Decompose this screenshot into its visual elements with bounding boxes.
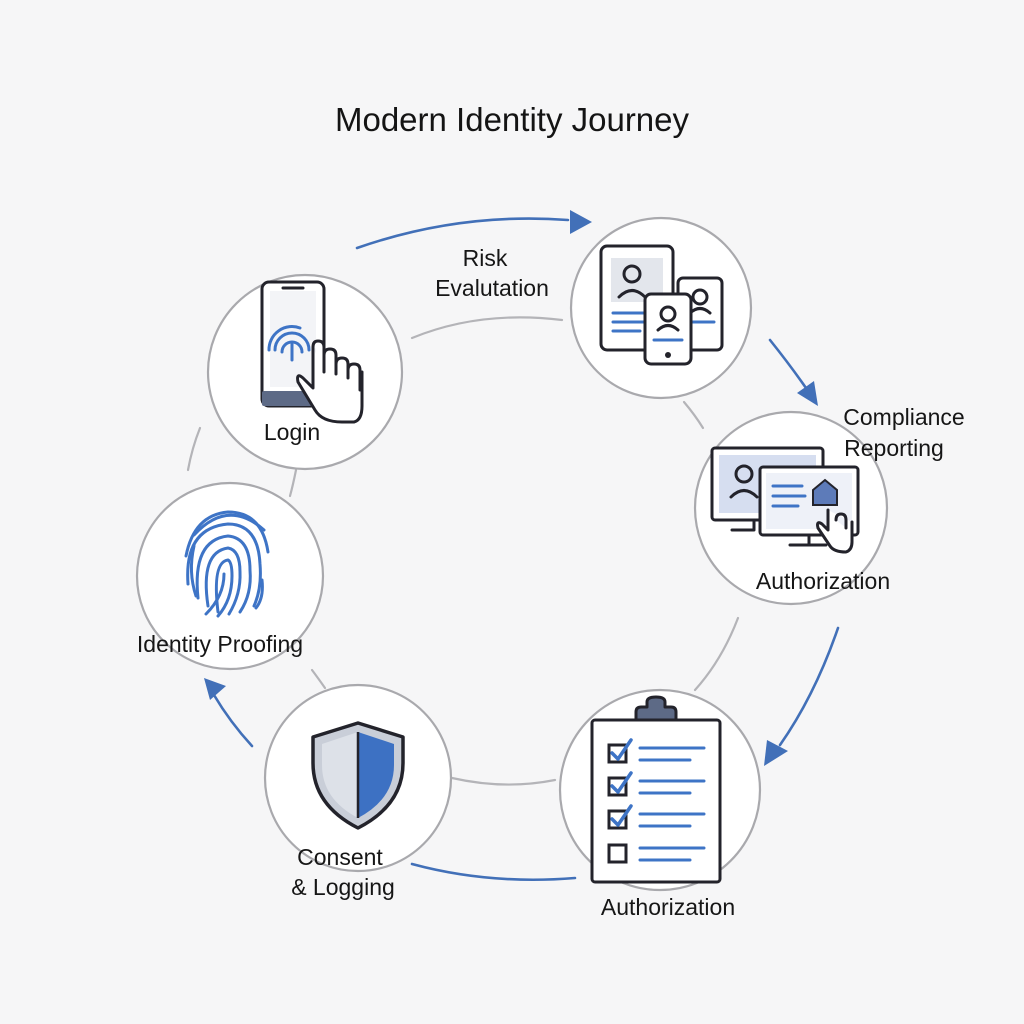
step-label: Authorization [601,894,735,920]
ring-segment-monitor-checklist [693,616,740,692]
cycle-ring [186,316,740,786]
step-login: Login [206,273,404,471]
flow-arrows [204,210,840,882]
ring-segment-consent-proofing [310,668,327,690]
phone-fingerprint-tap-icon [260,280,364,424]
fingerprint-icon [184,510,270,618]
step-label: Authorization [756,568,890,594]
step-identity-proofing: Identity Proofing [135,481,325,671]
step-label-line1: Consent [297,844,383,870]
checklist-clipboard-icon [590,695,722,884]
flow-arrow-checklist-to-consent [410,862,577,882]
step-consent-logging: Consent & Logging [263,683,453,900]
step-label-line2: Evalutation [435,275,549,301]
monitor-touch-icon [710,446,860,554]
step-label-line1: Compliance [843,404,964,430]
ring-segment-login-risk [410,316,564,340]
shield-icon [311,721,405,830]
step-label: Identity Proofing [137,631,303,657]
ring-segment-risk-compliance [682,400,705,430]
ring-segment-proofing-login [288,468,298,498]
step-compliance-authorization: Compliance Reporting Authorization [693,404,965,606]
flow-arrow-compliance-to-checklist [764,626,840,766]
step-circle [135,481,325,671]
flow-arrow-login-to-risk [355,210,592,250]
ring-segment-left [186,426,202,472]
flow-arrow-risk-to-compliance [768,338,818,406]
step-label-line2: & Logging [291,874,395,900]
step-risk-evaluation: Risk Evalutation [435,216,753,400]
step-label-line1: Risk [463,245,508,271]
diagram-title: Modern Identity Journey [335,101,690,138]
multi-device-profile-icon [599,244,724,366]
flow-arrow-consent-to-proofing [204,678,254,748]
ring-segment-checklist-consent [450,776,557,786]
step-authorization-checklist: Authorization [558,688,762,920]
step-label: Login [264,419,320,445]
step-label-line2: Reporting [844,435,944,461]
